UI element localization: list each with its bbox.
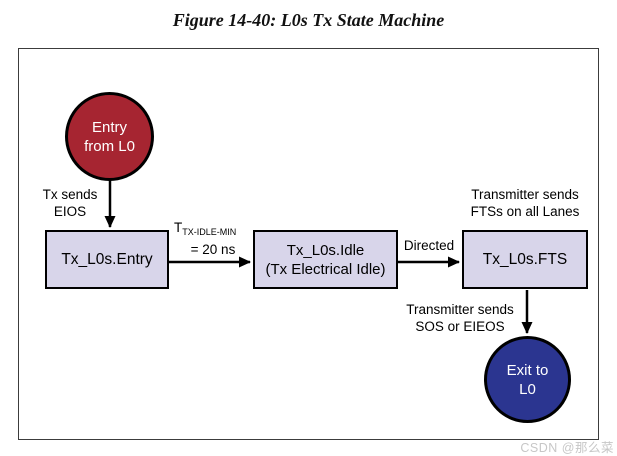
edge-label-line: SOS or EIEOS bbox=[415, 319, 505, 334]
csdn-watermark: CSDN @那么菜 bbox=[520, 441, 614, 455]
edge-label-tx-sends-eios: Tx sends EIOS bbox=[33, 186, 107, 220]
edge-label-fts-note: Transmitter sends FTSs on all Lanes bbox=[444, 186, 606, 220]
tx-l0s-idle-label: Tx_L0s.Idle bbox=[286, 241, 365, 259]
edge-label-tx-idle-min: TTX-IDLE-MIN = 20 ns bbox=[174, 219, 256, 258]
tx-l0s-fts-state: Tx_L0s.FTS bbox=[462, 230, 588, 289]
exit-node-line1: Exit to bbox=[506, 361, 549, 379]
edge-label-directed: Directed bbox=[398, 237, 460, 254]
tx-l0s-idle-state: Tx_L0s.Idle (Tx Electrical Idle) bbox=[253, 230, 398, 289]
edge-label-sos-note: Transmitter sends SOS or EIEOS bbox=[400, 301, 520, 335]
edge-label-line: Transmitter sends bbox=[471, 187, 579, 202]
timing-value: = 20 ns bbox=[190, 242, 236, 257]
entry-node-line1: Entry bbox=[91, 118, 127, 136]
timing-symbol: T bbox=[174, 220, 183, 235]
exit-to-l0-node: Exit to L0 bbox=[484, 336, 571, 423]
entry-node-line2: from L0 bbox=[84, 137, 135, 155]
tx-l0s-entry-label: Tx_L0s.Entry bbox=[61, 251, 153, 268]
tx-l0s-fts-label: Tx_L0s.FTS bbox=[482, 251, 568, 268]
edge-label-line: EIOS bbox=[53, 204, 87, 219]
exit-node-line2: L0 bbox=[519, 380, 536, 398]
tx-l0s-entry-state: Tx_L0s.Entry bbox=[45, 230, 169, 289]
edge-label-line: Directed bbox=[403, 238, 455, 253]
edge-label-line: Transmitter sends bbox=[406, 302, 514, 317]
tx-l0s-idle-sublabel: (Tx Electrical Idle) bbox=[265, 260, 386, 278]
figure-title: Figure 14-40: L0s Tx State Machine bbox=[172, 10, 445, 30]
edge-label-line: Tx sends bbox=[42, 187, 98, 202]
timing-subscript: TX-IDLE-MIN bbox=[182, 227, 237, 237]
entry-from-l0-node: Entry from L0 bbox=[65, 92, 154, 181]
edge-label-line: FTSs on all Lanes bbox=[470, 204, 580, 219]
